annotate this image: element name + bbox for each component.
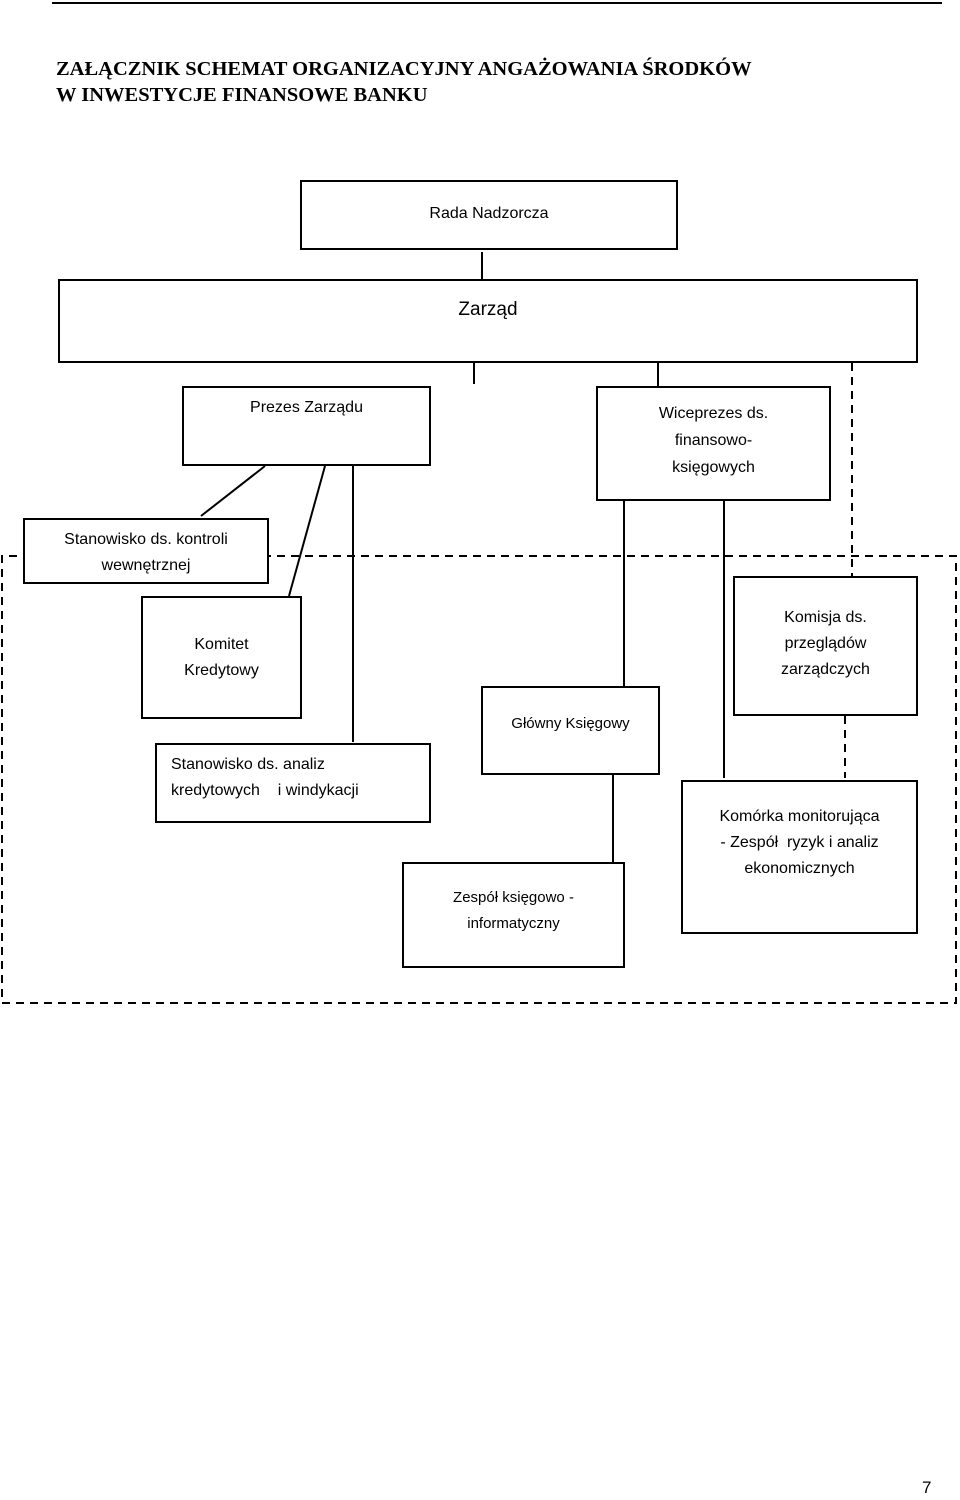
node-label: Zarząd [458, 299, 518, 320]
node-label: Stanowisko ds. analiz [171, 756, 325, 773]
line-prezes-kontrola [200, 465, 266, 517]
node-wiceprezes: Wiceprezes ds. finansowo- księgowych [596, 386, 831, 501]
node-label: - Zespół ryzyk i analiz [720, 834, 879, 851]
node-komorka-monitorujaca: Komórka monitorująca - Zespół ryzyk i an… [681, 780, 918, 934]
top-rule [52, 2, 942, 4]
node-label: Wiceprezes ds. [658, 405, 769, 422]
line-prezes-komitet [288, 465, 326, 597]
node-label: finansowo- [674, 432, 753, 449]
node-label: Główny Księgowy [511, 715, 630, 732]
node-label: księgowych [672, 459, 755, 476]
node-analiz-kredytowych: Stanowisko ds. analiz kredytowych i wind… [155, 743, 431, 823]
title-line-2: W INWESTYCJE FINANSOWE BANKU [56, 84, 428, 106]
node-label: Prezes Zarządu [250, 399, 363, 416]
node-label: Kredytowy [184, 662, 259, 679]
node-label: kredytowych i windykacji [171, 782, 359, 799]
page-title: ZAŁĄCZNIK SCHEMAT ORGANIZACYJNY ANGAŻOWA… [56, 56, 936, 108]
node-label: Stanowisko ds. kontroli [64, 531, 228, 548]
node-label: wewnętrznej [101, 557, 191, 574]
node-label: informatyczny [467, 915, 560, 932]
node-label: Komisja ds. [784, 609, 867, 626]
node-label: ekonomicznych [744, 860, 855, 877]
node-label: Komitet [194, 636, 249, 653]
node-label: Zespół księgowo - [453, 889, 574, 906]
node-label: przeglądów [784, 635, 867, 652]
node-label: zarządczych [781, 661, 870, 678]
node-zarzad: Zarząd [58, 279, 918, 363]
node-kontrola-wewnetrzna: Stanowisko ds. kontroli wewnętrznej [23, 518, 269, 584]
node-label: Rada Nadzorcza [429, 205, 549, 222]
node-prezes-zarzadu: Prezes Zarządu [182, 386, 431, 466]
node-zespol-ksiegowo-informatyczny: Zespół księgowo - informatyczny [402, 862, 625, 968]
title-line-1: ZAŁĄCZNIK SCHEMAT ORGANIZACYJNY ANGAŻOWA… [56, 58, 752, 80]
node-komitet-kredytowy: Komitet Kredytowy [141, 596, 302, 719]
node-rada-nadzorcza: Rada Nadzorcza [300, 180, 678, 250]
node-komisja-przegladow: Komisja ds. przeglądów zarządczych [733, 576, 918, 716]
page-number: 7 [922, 1478, 932, 1497]
node-label: Komórka monitorująca [719, 808, 880, 825]
node-glowny-ksiegowy: Główny Księgowy [481, 686, 660, 775]
